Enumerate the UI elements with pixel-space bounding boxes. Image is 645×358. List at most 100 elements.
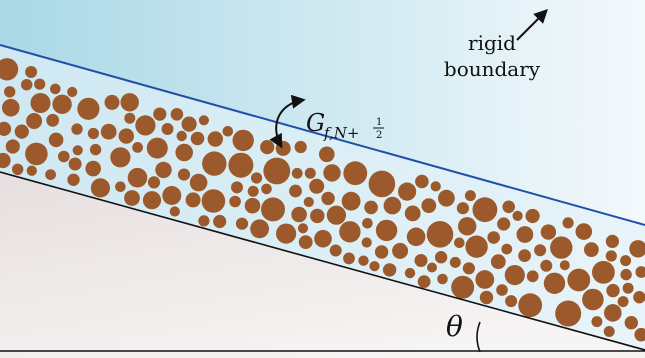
grain	[620, 255, 632, 267]
flux-subscript: f,N+	[323, 124, 359, 142]
grain	[567, 268, 591, 292]
grain	[185, 192, 201, 208]
grain	[404, 205, 421, 222]
sky-region	[0, 0, 645, 225]
grain	[635, 266, 645, 278]
grain	[518, 249, 531, 262]
grain	[502, 200, 515, 214]
grain	[582, 288, 604, 311]
flux-label: G f,N+ 1 2	[306, 109, 384, 142]
grain	[525, 208, 540, 224]
grain	[487, 231, 501, 244]
grain	[207, 131, 223, 147]
grain	[213, 214, 227, 229]
grain	[321, 191, 335, 206]
grain	[235, 217, 249, 230]
grain	[231, 181, 243, 194]
grain	[404, 267, 416, 279]
grain	[52, 94, 72, 115]
grain	[291, 167, 303, 179]
grain	[465, 235, 488, 258]
grain	[110, 147, 131, 168]
grain	[341, 191, 361, 211]
grain	[504, 265, 525, 286]
grain	[276, 223, 297, 244]
grain	[100, 123, 117, 140]
flux-fraction-denominator: 2	[376, 130, 382, 141]
grain	[118, 128, 134, 144]
grain	[417, 275, 431, 288]
grain	[45, 169, 56, 181]
grain	[629, 240, 645, 258]
grain	[146, 137, 168, 159]
grain	[89, 143, 102, 156]
grain	[232, 129, 254, 152]
grain	[67, 86, 78, 98]
rigid-boundary-label-line2: boundary	[444, 57, 541, 81]
grain	[540, 259, 553, 272]
grain	[115, 181, 126, 192]
grain	[190, 131, 205, 146]
grain	[177, 168, 191, 181]
grain	[559, 260, 570, 271]
rigid-boundary-line	[0, 44, 645, 226]
grain	[438, 189, 455, 207]
grain	[71, 123, 83, 135]
grain	[617, 296, 629, 308]
grain	[48, 132, 64, 148]
grain	[77, 97, 100, 120]
grain	[462, 262, 475, 275]
grain	[426, 221, 454, 248]
grain	[14, 124, 29, 139]
grain	[414, 254, 428, 267]
grain	[518, 293, 543, 318]
grain	[303, 196, 314, 208]
grain	[456, 202, 469, 215]
grain	[12, 163, 24, 175]
curved-double-arrow-icon	[269, 94, 306, 149]
grain	[361, 237, 372, 248]
grain	[622, 282, 634, 294]
grain	[304, 167, 316, 179]
grain	[169, 206, 180, 217]
grain	[406, 227, 426, 247]
grain	[540, 224, 557, 240]
grain-particles	[0, 58, 645, 342]
ground-region	[0, 172, 645, 358]
grain	[382, 263, 397, 277]
grain	[550, 236, 573, 259]
grain	[634, 327, 645, 342]
grain	[526, 270, 539, 283]
grain	[421, 198, 437, 214]
grain	[512, 210, 523, 221]
grain	[516, 226, 534, 243]
grain	[314, 229, 332, 248]
grain	[375, 219, 398, 242]
grain	[501, 243, 513, 255]
grain	[147, 176, 161, 189]
grain	[364, 200, 378, 215]
grain	[592, 260, 615, 284]
grain	[25, 66, 38, 78]
grain	[34, 78, 46, 90]
grain	[4, 86, 16, 98]
grain	[85, 160, 101, 177]
grain	[309, 178, 325, 194]
grain	[323, 164, 341, 182]
grain	[584, 242, 599, 257]
grain	[343, 252, 355, 265]
grain	[534, 244, 547, 257]
grain	[26, 113, 43, 129]
grain	[430, 181, 441, 192]
grain	[633, 291, 645, 304]
grain	[189, 173, 208, 192]
grain	[162, 186, 182, 205]
arrow-up-right-icon	[516, 9, 548, 41]
grain	[505, 295, 518, 308]
grain	[0, 58, 19, 81]
grain	[555, 300, 582, 327]
grain	[263, 157, 291, 185]
grain	[67, 173, 80, 186]
